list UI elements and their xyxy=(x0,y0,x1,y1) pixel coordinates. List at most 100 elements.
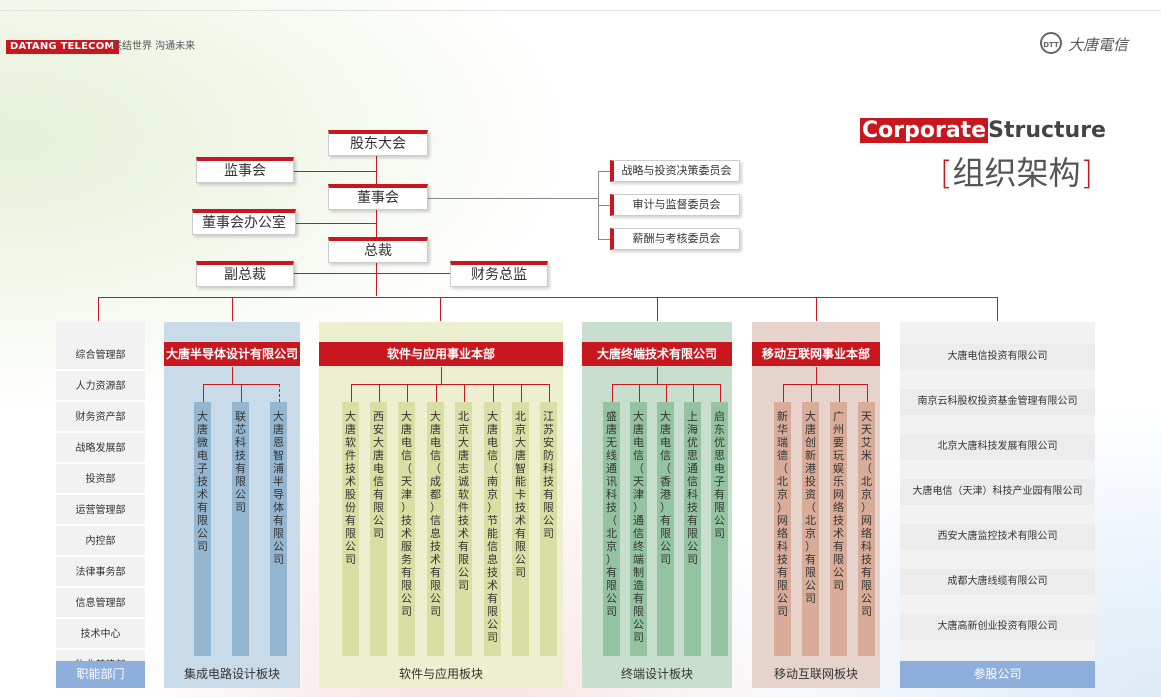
drop-functional xyxy=(98,297,99,321)
section-terminal-footer: 终端设计板块 xyxy=(620,667,693,681)
participating-list: 大唐电信投资有限公司南京云科股权投资基金管理有限公司北京大唐科技发展有限公司大唐… xyxy=(900,344,1095,640)
committee-tick-1 xyxy=(598,171,610,172)
participating-company-item: 南京云科股权投资基金管理有限公司 xyxy=(900,389,1095,415)
subsidiary-company-bar: 大唐电信（香港）有限公司 xyxy=(657,402,674,656)
title-en-part2: Structure xyxy=(988,118,1106,143)
section-connector-drop xyxy=(657,367,658,384)
subsidiary-company-bar: 西安大唐电信有限公司 xyxy=(370,402,387,656)
company-connector-tick xyxy=(350,384,352,402)
subsidiary-company-bar: 大唐软件技术股份有限公司 xyxy=(342,402,359,656)
company-connector-tick xyxy=(492,384,494,402)
company-connector-tick xyxy=(719,384,721,402)
department-item: 运营管理部 xyxy=(56,497,145,526)
title-en: CorporateStructure xyxy=(860,118,1106,144)
subsidiary-company-bar: 新华瑞德（北京）网络科技有限公司 xyxy=(774,402,791,656)
subsidiary-company-bar: 启东优思电子有限公司 xyxy=(711,402,728,656)
brand-logo: DATANG TELECOM xyxy=(6,40,119,54)
functional-footer: 职能部门 xyxy=(56,661,145,688)
company-connector-tick xyxy=(638,384,640,402)
section-software-footer: 软件与应用板块 xyxy=(398,667,483,681)
section-terminal-header: 大唐终端技术有限公司 xyxy=(582,342,732,366)
subsidiary-company-bar: 大唐创新港投资（北京）有限公司 xyxy=(802,402,819,656)
company-connector-tick xyxy=(202,384,204,402)
drop-ic xyxy=(232,297,233,321)
committee-tick-3 xyxy=(598,239,610,240)
department-item: 投资部 xyxy=(56,466,145,495)
node-board: 董事会 xyxy=(328,184,428,210)
title-cn-text: 组织架构 xyxy=(952,154,1081,192)
main-trunk-line xyxy=(376,156,377,296)
slogan: 联结世界 沟通未来 xyxy=(112,41,196,52)
top-divider xyxy=(0,10,1161,11)
functional-departments-column: 综合管理部人力资源部财务资产部战略发展部投资部运营管理部内控部法律事务部信息管理… xyxy=(56,322,145,688)
committee-tick-2 xyxy=(598,205,610,206)
drop-mobile xyxy=(816,297,817,321)
committee-strategy: 战略与投资决策委员会 xyxy=(610,160,740,182)
drop-participating xyxy=(997,297,998,321)
company-connector-tick xyxy=(406,384,408,402)
title-bracket-close: ] xyxy=(1080,154,1093,192)
participating-companies-column: 大唐电信投资有限公司南京云科股权投资基金管理有限公司北京大唐科技发展有限公司大唐… xyxy=(900,322,1095,688)
section-mobile-header: 移动互联网事业本部 xyxy=(752,342,880,366)
company-connector-tick xyxy=(378,384,380,402)
participating-company-item: 成都大唐线缆有限公司 xyxy=(900,569,1095,595)
company-connector-tick xyxy=(782,384,784,402)
subsidiary-company-bar: 北京大唐志诚软件技术有限公司 xyxy=(455,402,472,656)
title-bracket-open: [ xyxy=(940,154,953,192)
department-item: 人力资源部 xyxy=(56,373,145,402)
company-connector-tick xyxy=(611,384,613,402)
board-office-line xyxy=(296,223,376,224)
node-cfo: 财务总监 xyxy=(450,261,548,287)
company-connector-tick xyxy=(692,384,694,402)
department-list: 综合管理部人力资源部财务资产部战略发展部投资部运营管理部内控部法律事务部信息管理… xyxy=(56,342,145,681)
committee-compensation: 薪酬与考核委员会 xyxy=(610,228,740,250)
subsidiary-company-bar: 上海优思通信科技有限公司 xyxy=(684,402,701,656)
company-logo-text: 大唐電信 xyxy=(1068,36,1129,54)
department-item: 战略发展部 xyxy=(56,435,145,464)
supervisors-line xyxy=(294,171,376,172)
section-connector-drop xyxy=(441,367,442,384)
vp-cfo-line xyxy=(268,273,450,274)
department-item: 法律事务部 xyxy=(56,559,145,588)
subsidiary-company-bar: 江苏安防科技有限公司 xyxy=(540,402,557,656)
participating-footer: 参股公司 xyxy=(900,661,1095,688)
subsidiary-company-bar: 大唐电信（成都）信息技术有限公司 xyxy=(427,402,444,656)
section-connector-drop xyxy=(816,367,817,384)
company-connector-tick xyxy=(866,384,868,402)
subsidiary-company-bar: 天天艾米（北京）网络科技有限公司 xyxy=(858,402,875,656)
drop-software xyxy=(440,297,441,321)
node-vp: 副总裁 xyxy=(196,261,294,287)
subsidiary-company-bar: 北京大唐智能卡技术有限公司 xyxy=(512,402,529,656)
subsidiary-company-bar: 大唐微电子技术有限公司 xyxy=(194,402,211,656)
department-item: 财务资产部 xyxy=(56,404,145,433)
section-software-header: 软件与应用事业本部 xyxy=(319,342,563,366)
title-cn: [组织架构] xyxy=(940,150,1093,196)
section-mobile-footer: 移动互联网板块 xyxy=(773,667,858,681)
subsidiary-company-bar: 大唐恩智浦半导体有限公司 xyxy=(270,402,287,656)
subsidiary-company-bar: 大唐电信（天津）技术服务有限公司 xyxy=(398,402,415,656)
division-bus-line xyxy=(98,297,997,298)
participating-company-item: 大唐电信投资有限公司 xyxy=(900,344,1095,370)
company-connector-tick xyxy=(435,384,437,402)
company-connector-tick xyxy=(838,384,840,402)
dashed-connector-line xyxy=(240,384,279,385)
department-item: 技术中心 xyxy=(56,621,145,650)
company-connector-tick xyxy=(463,384,465,402)
company-connector-tick xyxy=(810,384,812,402)
node-president: 总裁 xyxy=(328,237,428,263)
participating-company-item: 西安大唐监控技术有限公司 xyxy=(900,524,1095,550)
node-board-office: 董事会办公室 xyxy=(192,209,296,235)
subsidiary-company-bar: 联芯科技有限公司 xyxy=(232,402,249,656)
section-connector-line xyxy=(782,384,867,385)
drop-terminal xyxy=(657,297,658,321)
node-supervisors: 监事会 xyxy=(196,157,294,183)
committee-audit: 审计与监督委员会 xyxy=(610,194,740,216)
department-item: 综合管理部 xyxy=(56,342,145,371)
subsidiary-company-bar: 盛唐无线通讯科技（北京）有限公司 xyxy=(603,402,620,656)
company-connector-tick xyxy=(520,384,522,402)
section-connector-drop xyxy=(232,367,233,384)
node-shareholders: 股东大会 xyxy=(328,130,428,156)
participating-company-item: 大唐高新创业投资有限公司 xyxy=(900,614,1095,640)
company-logo-icon: DTT xyxy=(1040,32,1062,54)
title-en-part1: Corporate xyxy=(860,118,989,143)
